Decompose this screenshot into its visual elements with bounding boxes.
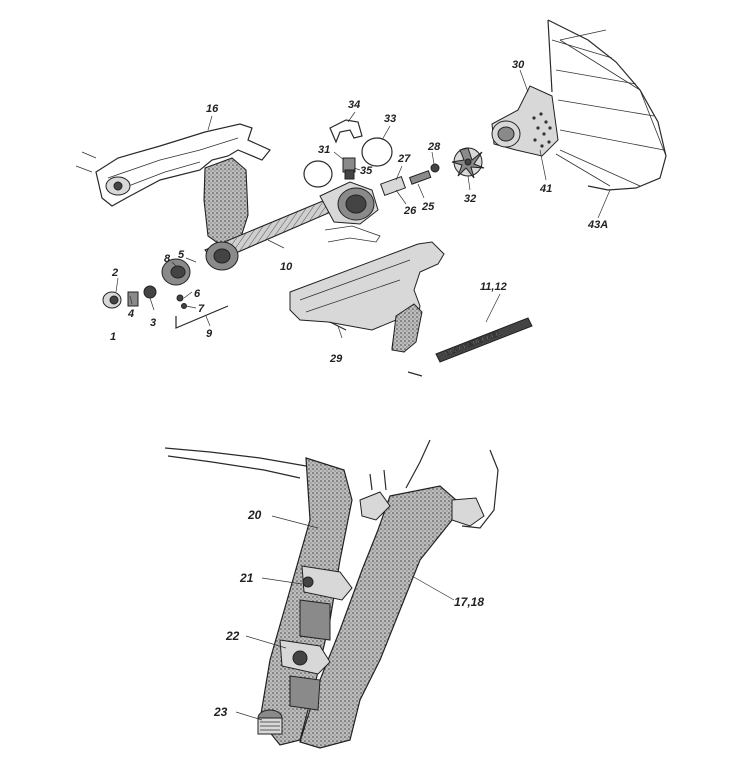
label-29: 29 [329, 353, 343, 365]
front-parts [102, 258, 229, 329]
right-housing-half [289, 241, 445, 353]
left-housing-half [75, 123, 271, 247]
label-30: 30 [512, 59, 525, 71]
label-2: 2 [111, 267, 118, 279]
label-1: 1 [110, 331, 116, 343]
label-31: 31 [318, 144, 330, 156]
label-7: 7 [198, 303, 205, 315]
nameplate: BLACK&DECKER [435, 317, 533, 363]
label-20: 20 [247, 508, 262, 522]
label-17-18: 17,18 [454, 595, 484, 609]
label-43A: 43A [587, 219, 608, 231]
nameplate-text: BLACK&DECKER [444, 330, 502, 358]
label-4: 4 [127, 308, 134, 320]
leader-lines-top [115, 69, 611, 339]
label-16: 16 [206, 103, 219, 115]
label-32: 32 [464, 193, 476, 205]
label-21: 21 [239, 571, 254, 585]
nozzle [491, 85, 559, 157]
part-labels: 16 10 2 4 1 3 8 5 6 7 9 29 34 33 31 35 2… [110, 59, 608, 719]
label-5: 5 [178, 249, 185, 261]
motor-shaft-assembly [204, 181, 381, 271]
label-27: 27 [397, 153, 411, 165]
label-35: 35 [360, 165, 373, 177]
switch-parts [379, 163, 440, 197]
label-9: 9 [206, 328, 213, 340]
label-28: 28 [427, 141, 441, 153]
handle-cutaway-detail [164, 439, 499, 749]
label-25: 25 [421, 201, 435, 213]
label-10: 10 [280, 261, 293, 273]
fan [451, 147, 485, 179]
brush-parts [303, 119, 393, 188]
label-33: 33 [384, 113, 396, 125]
label-22: 22 [225, 629, 240, 643]
label-26: 26 [403, 205, 417, 217]
wire-guard [547, 19, 667, 191]
label-11-12: 11,12 [480, 281, 507, 293]
label-34: 34 [348, 99, 360, 111]
label-8: 8 [164, 253, 171, 265]
label-3: 3 [150, 317, 156, 329]
label-6: 6 [194, 288, 201, 300]
label-41: 41 [539, 183, 552, 195]
label-23: 23 [213, 705, 228, 719]
